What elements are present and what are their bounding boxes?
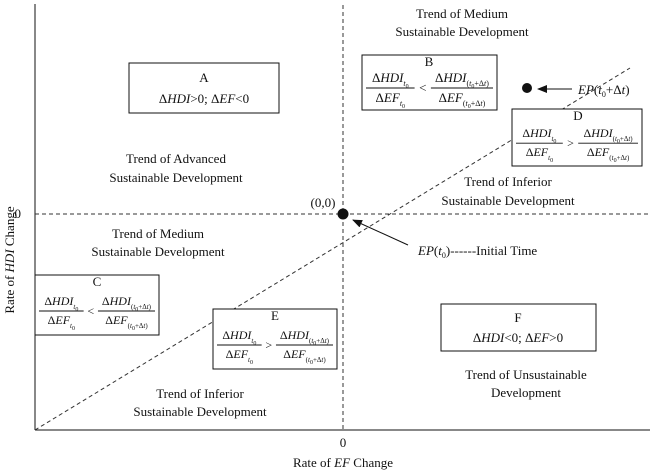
region-b-left-numerator: ΔHDIt0 [372, 70, 409, 90]
initial-point-label: EP(t0)------Initial Time [417, 243, 537, 260]
region-f-letter: F [514, 310, 521, 325]
y-axis-label: Rate of HDI Change [2, 206, 17, 313]
region-e-letter: E [271, 308, 279, 323]
region-b-right-denominator: ΔEF(t0+Δt) [439, 90, 486, 110]
region-b-left-denominator: ΔEFt0 [376, 90, 406, 110]
region-b-letter: B [425, 54, 434, 69]
region-c-operator: < [87, 304, 94, 318]
later-point-label: EP(t0+Δt) [577, 82, 630, 99]
region-e-operator: > [265, 338, 272, 352]
trend-advanced-line1: Trend of Advanced [126, 151, 226, 166]
trend-top-medium-line2: Sustainable Development [395, 24, 529, 39]
x-axis-label: Rate of EF Change [293, 455, 393, 470]
initial-point-dot [337, 208, 349, 220]
region-e-left-numerator: ΔHDIt0 [222, 328, 256, 347]
initial-point-arrow [352, 219, 409, 246]
trend-unsustainable-line1: Trend of Unsustainable [465, 367, 587, 382]
trend-bottom-inferior-line1: Trend of Inferior [156, 386, 244, 401]
trend-right-inferior-line2: Sustainable Development [441, 193, 575, 208]
region-c-right-denominator: ΔEF(t0+Δt) [105, 313, 148, 332]
trend-left-medium-line1: Trend of Medium [112, 226, 204, 241]
region-d-left-denominator: ΔEFt0 [526, 145, 553, 164]
region-a-condition: ΔHDI>0; ΔEF<0 [159, 91, 249, 106]
trend-advanced-line2: Sustainable Development [109, 170, 243, 185]
region-c-left-denominator: ΔEFt0 [48, 313, 75, 332]
region-a-box: A ΔHDI>0; ΔEF<0 [128, 62, 280, 114]
trend-bottom-inferior-line2: Sustainable Development [133, 404, 267, 419]
trend-unsustainable-line2: Development [491, 385, 561, 400]
region-c-letter: C [93, 274, 102, 289]
region-d-right-numerator: ΔHDI(t0+Δt) [584, 126, 634, 145]
region-e-right-denominator: ΔEF(t0+Δt) [283, 347, 326, 366]
trend-left-medium-line2: Sustainable Development [91, 244, 225, 259]
trend-top-medium-line1: Trend of Medium [416, 6, 508, 21]
region-a-letter: A [199, 70, 209, 85]
region-e-right-numerator: ΔHDI(t0+Δt) [280, 328, 330, 347]
x-zero-label: 0 [340, 435, 347, 450]
region-f-condition: ΔHDI<0; ΔEF>0 [473, 330, 563, 345]
region-f-box: F ΔHDI<0; ΔEF>0 [440, 303, 597, 352]
region-b-right-numerator: ΔHDI(t0+Δt) [435, 70, 489, 90]
trend-right-inferior-line1: Trend of Inferior [464, 174, 552, 189]
region-d-right-denominator: ΔEF(t0+Δt) [587, 145, 630, 164]
region-e-left-denominator: ΔEFt0 [226, 347, 253, 366]
region-d-letter: D [573, 108, 582, 123]
region-c-right-numerator: ΔHDI(t0+Δt) [102, 294, 152, 313]
y-zero-label: 0 [15, 206, 22, 221]
region-c-left-numerator: ΔHDIt0 [44, 294, 78, 313]
origin-label: (0,0) [311, 195, 336, 210]
region-b-operator: < [419, 80, 426, 95]
later-point-dot [522, 83, 532, 93]
region-d-operator: > [567, 136, 574, 150]
region-d-left-numerator: ΔHDIt0 [522, 126, 556, 145]
